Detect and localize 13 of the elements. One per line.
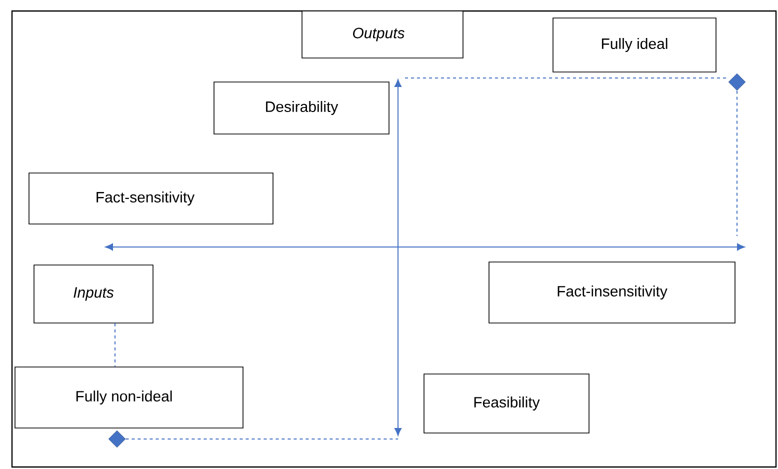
text-box: Fully ideal [552, 18, 716, 72]
diamond-marker [108, 430, 126, 448]
text-box: Feasibility [424, 374, 590, 434]
text-box: Fact-sensitivity [28, 172, 274, 224]
text-box: Fact-insensitivity [488, 262, 736, 324]
dashed-line [114, 322, 116, 368]
text-box: Desirability [214, 82, 390, 134]
diamond-marker [728, 73, 746, 91]
dashed-line [736, 90, 738, 236]
text-box: Outputs [302, 10, 464, 58]
text-box: Inputs [34, 264, 154, 324]
text-box: Fully non-ideal [14, 366, 244, 428]
dashed-line [125, 438, 398, 440]
